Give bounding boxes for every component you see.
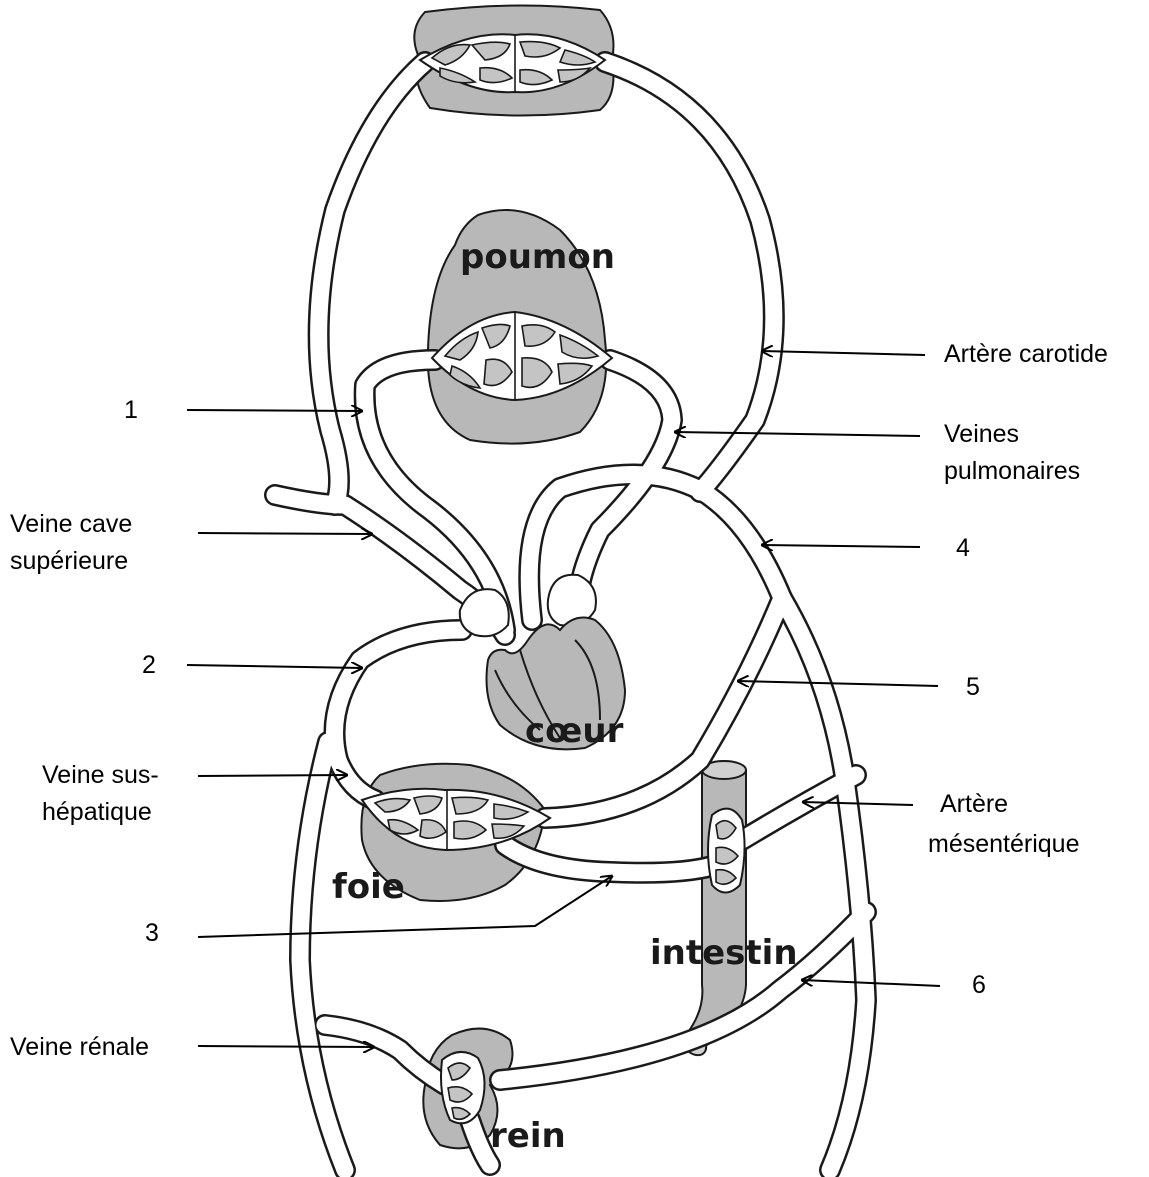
label-hepatic-vein-2: hépatique <box>42 798 152 826</box>
arrow-renal-vein <box>198 1046 374 1047</box>
label-pulmonary-veins-2: pulmonaires <box>944 457 1080 485</box>
arrow-4 <box>762 545 920 547</box>
label-intestin: intestin <box>650 933 798 973</box>
arrow-hepatic-vein <box>198 775 347 776</box>
label-number-4: 4 <box>956 534 970 562</box>
label-rein: rein <box>490 1116 566 1156</box>
label-renal-vein: Veine rénale <box>10 1033 149 1061</box>
label-number-5: 5 <box>966 673 980 701</box>
intestine-capillary-bed <box>708 809 745 893</box>
kidney-capillary-bed <box>441 1052 485 1123</box>
label-pulmonary-veins-1: Veines <box>944 420 1019 448</box>
vessel-left-descend-lumen <box>300 742 345 1170</box>
label-carotid-artery: Artère carotide <box>944 340 1108 368</box>
label-number-6: 6 <box>972 971 986 999</box>
organs-layer <box>361 5 746 1148</box>
label-hepatic-vein-1: Veine sus- <box>42 761 159 789</box>
label-vena-cava-1: Veine cave <box>10 510 132 538</box>
label-coeur: cœur <box>525 711 624 751</box>
label-number-3: 3 <box>145 919 159 947</box>
arrow-vena-cava <box>198 533 372 534</box>
label-vena-cava-2: supérieure <box>10 547 128 575</box>
vessel-renal-lumen <box>325 1025 445 1085</box>
vessel-head-right-lumen <box>605 62 774 492</box>
label-foie: foie <box>332 867 405 907</box>
label-number-2: 2 <box>142 651 156 679</box>
label-number-1: 1 <box>124 396 138 424</box>
label-mesenteric-1: Artère <box>940 790 1008 818</box>
arrow-5 <box>738 681 938 686</box>
label-poumon: poumon <box>460 237 615 277</box>
label-mesenteric-2: mésentérique <box>928 830 1079 858</box>
arrow-pulmonary-veins <box>675 432 920 436</box>
arrow-1 <box>187 410 362 411</box>
arrow-2 <box>187 665 362 668</box>
arrow-carotid <box>762 351 925 355</box>
